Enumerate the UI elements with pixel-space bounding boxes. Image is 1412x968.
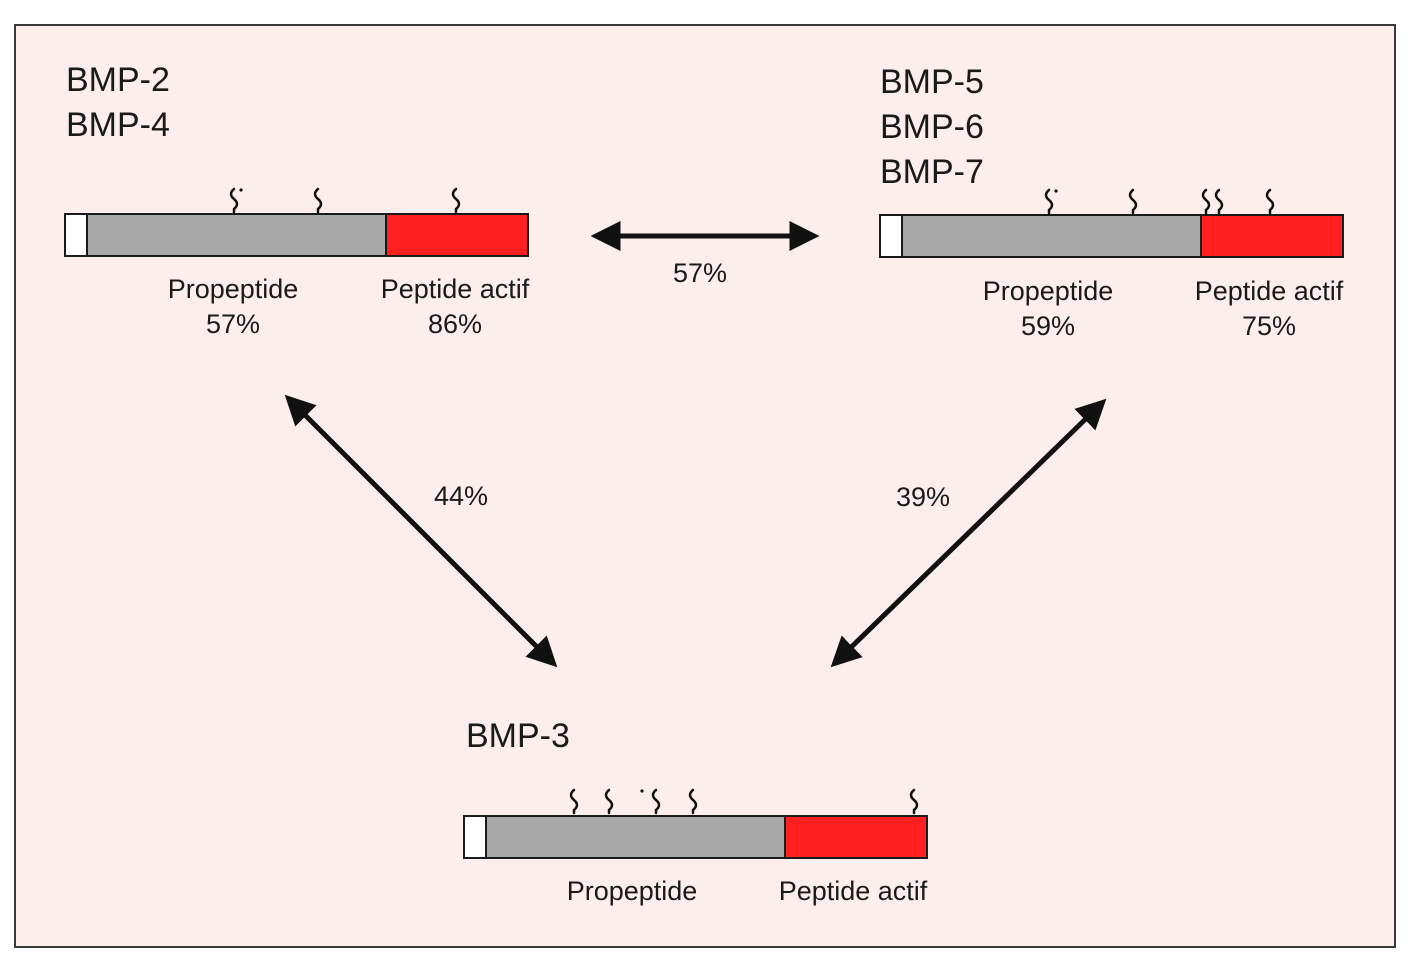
signal-peptide-segment: [66, 215, 88, 255]
protein-name: BMP-2: [66, 61, 170, 99]
group-label-bmp-3: BMP-3: [466, 714, 570, 759]
identity-label-bmp24-bmp567: 57%: [673, 258, 728, 288]
glycosylation-site-icon: [451, 187, 461, 214]
protein-name: BMP-7: [880, 153, 984, 191]
glycosylation-site-icon: [688, 788, 698, 815]
protein-bar-bmp-2-4: [64, 213, 529, 257]
propeptide-caption-bmp-3: Propeptide: [567, 874, 698, 909]
protein-bar-bmp-3: [463, 815, 928, 859]
propeptide-caption-bmp-2-4: Propeptide 57%: [168, 272, 299, 342]
active-caption-bmp-3: Peptide actif: [779, 874, 928, 909]
protein-name: BMP-3: [466, 717, 570, 755]
protein-name: BMP-5: [880, 63, 984, 101]
glycosylation-site-icon: [1128, 188, 1138, 215]
glycosylation-dot-icon: [239, 188, 243, 192]
propeptide-label: Propeptide: [982, 276, 1114, 306]
glycosylation-site-icon: [569, 788, 579, 815]
active-peptide-segment: [786, 817, 926, 857]
glycosylation-site-icon: [604, 788, 614, 815]
active-peptide-segment: [1202, 216, 1342, 256]
group-label-bmp-2-4: BMP-2 BMP-4: [66, 58, 170, 148]
protein-bar-bmp-5-6-7: [879, 214, 1344, 258]
glycosylation-site-icon: [229, 187, 239, 214]
glycosylation-site-icon: [651, 788, 661, 815]
active-peptide-label: Peptide actif: [1194, 276, 1344, 306]
propeptide-identity: 59%: [1020, 311, 1076, 341]
glycosylation-dot-icon: [640, 789, 644, 793]
active-peptide-identity: 86%: [427, 309, 483, 339]
group-label-bmp-5-6-7: BMP-5 BMP-6 BMP-7: [880, 60, 984, 195]
propeptide-segment: [487, 817, 786, 857]
active-peptide-label: Peptide actif: [778, 876, 928, 906]
active-peptide-segment: [387, 215, 527, 255]
glycosylation-site-icon: [909, 788, 919, 815]
glycosylation-site-icon: [313, 187, 323, 214]
signal-peptide-segment: [881, 216, 903, 256]
glycosylation-site-icon: [1201, 188, 1211, 215]
propeptide-identity: 57%: [205, 309, 261, 339]
active-caption-bmp-2-4: Peptide actif 86%: [381, 272, 530, 342]
propeptide-label: Propeptide: [167, 274, 299, 304]
diagram-frame: [14, 24, 1396, 948]
glycosylation-site-icon: [1265, 188, 1275, 215]
active-caption-bmp-5-6-7: Peptide actif 75%: [1195, 274, 1344, 344]
protein-name: BMP-4: [66, 106, 170, 144]
propeptide-segment: [88, 215, 387, 255]
propeptide-segment: [903, 216, 1202, 256]
propeptide-label: Propeptide: [566, 876, 698, 906]
glycosylation-dot-icon: [1054, 189, 1058, 193]
protein-name: BMP-6: [880, 108, 984, 146]
signal-peptide-segment: [465, 817, 487, 857]
double-arrow-bmp24-bmp3: [284, 394, 558, 668]
propeptide-caption-bmp-5-6-7: Propeptide 59%: [983, 274, 1114, 344]
double-arrow-bmp567-bmp3: [830, 398, 1107, 668]
active-peptide-identity: 75%: [1241, 311, 1297, 341]
glycosylation-site-icon: [1214, 188, 1224, 215]
glycosylation-site-icon: [1044, 188, 1054, 215]
active-peptide-label: Peptide actif: [380, 274, 530, 304]
